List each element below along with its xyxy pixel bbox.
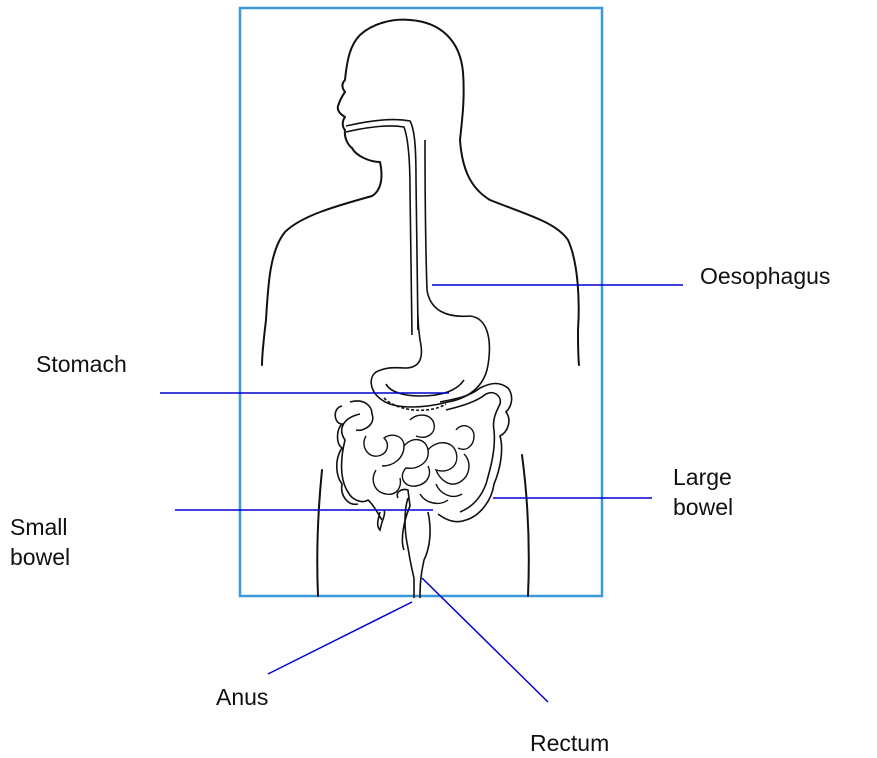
large-bowel-label-line1: Large bbox=[673, 462, 733, 492]
anus-leader-line bbox=[268, 602, 412, 674]
small-bowel-label-line2: bowel bbox=[10, 542, 70, 572]
stomach-label: Stomach bbox=[36, 349, 127, 379]
oesophagus-label: Oesophagus bbox=[700, 261, 830, 291]
oesophagus-organ bbox=[346, 120, 427, 335]
rectum-label: Rectum bbox=[530, 728, 609, 758]
large-bowel-label-line2: bowel bbox=[673, 492, 733, 522]
stomach-organ bbox=[371, 290, 489, 410]
anus-label: Anus bbox=[216, 682, 268, 712]
large-bowel-organ bbox=[335, 384, 511, 551]
illustration-frame bbox=[240, 8, 602, 596]
small-bowel-organ bbox=[364, 415, 474, 503]
small-bowel-label: Small bowel bbox=[10, 512, 70, 572]
large-bowel-label: Large bowel bbox=[673, 462, 733, 522]
small-bowel-label-line1: Small bbox=[10, 512, 70, 542]
